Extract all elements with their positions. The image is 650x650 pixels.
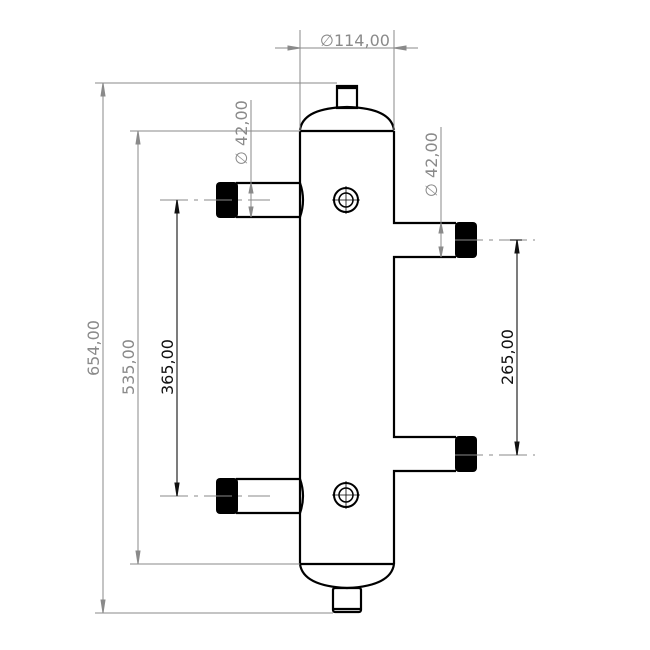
body-diameter-label: ∅114,00 [320,31,390,50]
threaded-ends [216,182,477,514]
bottom-dome [298,563,396,590]
overall-height-label: 654,00 [84,320,103,376]
body-right-wall [392,131,456,564]
bottom-drain-nozzle [331,586,363,614]
left-lower-pipe-weld [298,478,305,514]
lower-sensor-port-icon [332,481,360,509]
right-pipe-diameter-label: ∅ 42,00 [422,132,441,197]
right-lower-thread [455,436,477,472]
dimension-lines-gray [95,30,535,614]
separator-body-outline [236,84,456,614]
left-upper-pipe-weld [298,182,305,218]
body-height-label: 535,00 [119,339,138,395]
dimension-lines-dark [174,199,522,497]
upper-sensor-port-icon [332,186,360,214]
top-vent-nozzle [335,84,359,110]
left-pipe-spacing-label: 365,00 [158,339,177,395]
right-pipe-spacing-label: 265,00 [498,329,517,385]
left-pipe-diameter-label: ∅ 42,00 [232,100,251,165]
top-dome [298,105,396,131]
